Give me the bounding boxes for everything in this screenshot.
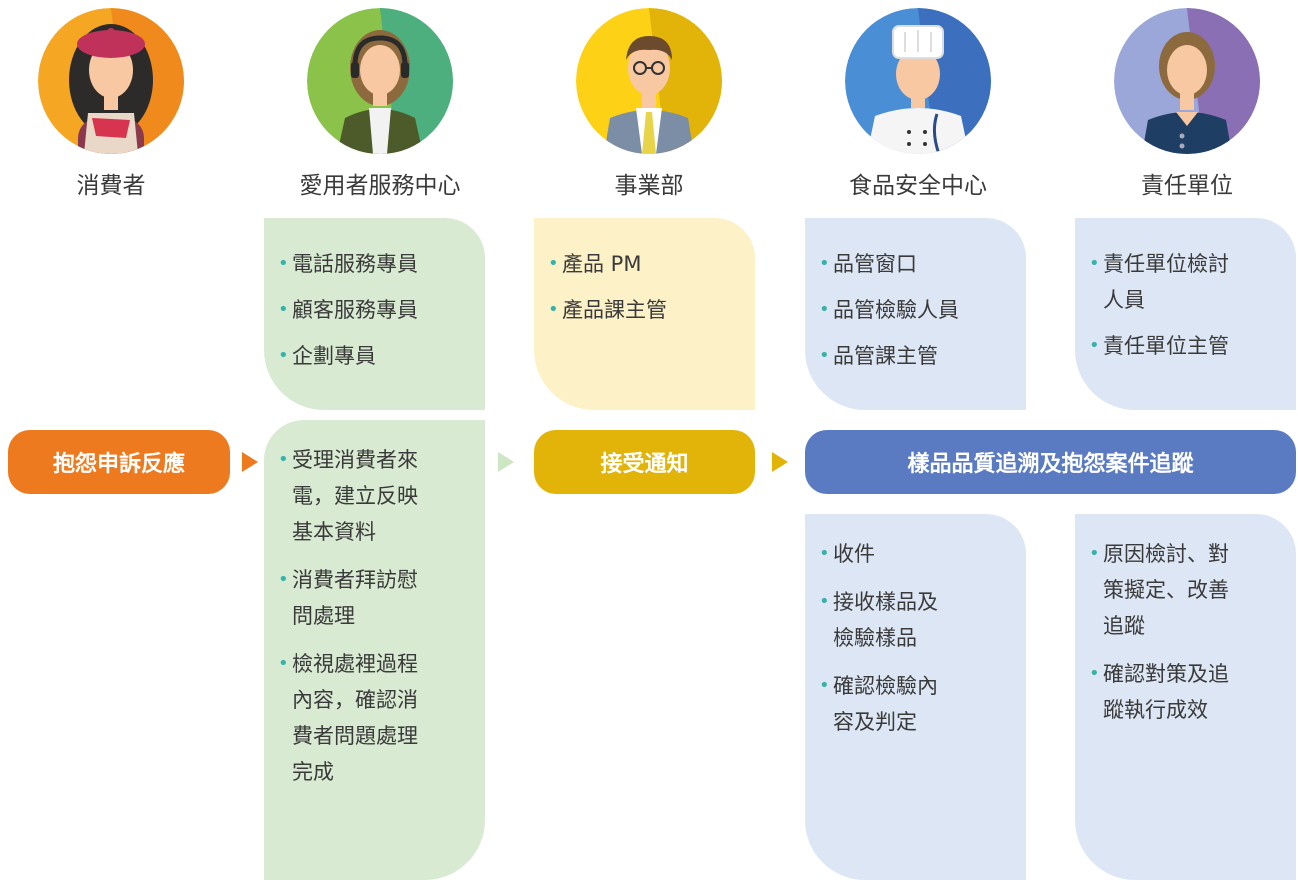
flow-arrow-3 (772, 452, 788, 472)
responsible-unit-avatar (1114, 8, 1260, 154)
business-unit-avatar (576, 8, 722, 154)
role-label-business-unit: 事業部 (614, 173, 684, 199)
service-center-avatar (307, 8, 453, 154)
food-safety-task-panel: 收件 接收樣品及 檢驗樣品 確認檢驗內 容及判定 (805, 514, 1026, 880)
flow-arrow-2 (498, 452, 514, 472)
personnel-item: 責任單位主管 (1089, 328, 1282, 364)
personnel-item: 電話服務專員 (278, 246, 471, 282)
task-item: 檢視處裡過程 內容，確認消 費者問題處理 完成 (278, 646, 471, 790)
food-safety-personnel-panel: 品管窗口 品管檢驗人員 品管課主管 (805, 218, 1026, 410)
personnel-item: 顧客服務專員 (278, 292, 471, 328)
task-item: 接收樣品及 檢驗樣品 (819, 584, 1012, 656)
role-label-service-center: 愛用者服務中心 (299, 173, 461, 199)
tracking-pill: 樣品品質追溯及抱怨案件追蹤 (805, 430, 1296, 494)
business-unit-personnel-panel: 產品 PM 產品課主管 (534, 218, 755, 410)
task-item: 確認對策及追 蹤執行成效 (1089, 656, 1282, 728)
complaint-pill: 抱怨申訴反應 (8, 430, 230, 494)
task-item: 受理消費者來 電，建立反映 基本資料 (278, 442, 471, 550)
notification-pill: 接受通知 (534, 430, 755, 494)
food-safety-avatar (845, 8, 991, 154)
task-item: 原因檢討、對 策擬定、改善 追蹤 (1089, 536, 1282, 644)
task-item: 消費者拜訪慰 問處理 (278, 562, 471, 634)
task-item: 確認檢驗內 容及判定 (819, 668, 1012, 740)
flow-arrow-1 (242, 452, 258, 472)
personnel-item: 品管檢驗人員 (819, 292, 1012, 328)
consumer-avatar (38, 8, 184, 154)
responsible-unit-personnel-panel: 責任單位檢討 人員 責任單位主管 (1075, 218, 1296, 410)
personnel-item: 產品 PM (548, 246, 741, 282)
responsible-unit-task-panel: 原因檢討、對 策擬定、改善 追蹤 確認對策及追 蹤執行成效 (1075, 514, 1296, 880)
role-label-food-safety: 食品安全中心 (849, 173, 987, 199)
role-label-consumer: 消費者 (76, 173, 146, 199)
role-label-responsible-unit: 責任單位 (1141, 173, 1233, 199)
personnel-item: 企劃專員 (278, 338, 471, 374)
personnel-item: 品管窗口 (819, 246, 1012, 282)
service-center-task-panel: 受理消費者來 電，建立反映 基本資料 消費者拜訪慰 問處理 檢視處裡過程 內容，… (264, 420, 485, 880)
service-center-personnel-panel: 電話服務專員 顧客服務專員 企劃專員 (264, 218, 485, 410)
personnel-item: 產品課主管 (548, 292, 741, 328)
task-item: 收件 (819, 536, 1012, 572)
personnel-item: 責任單位檢討 人員 (1089, 246, 1282, 318)
personnel-item: 品管課主管 (819, 338, 1012, 374)
